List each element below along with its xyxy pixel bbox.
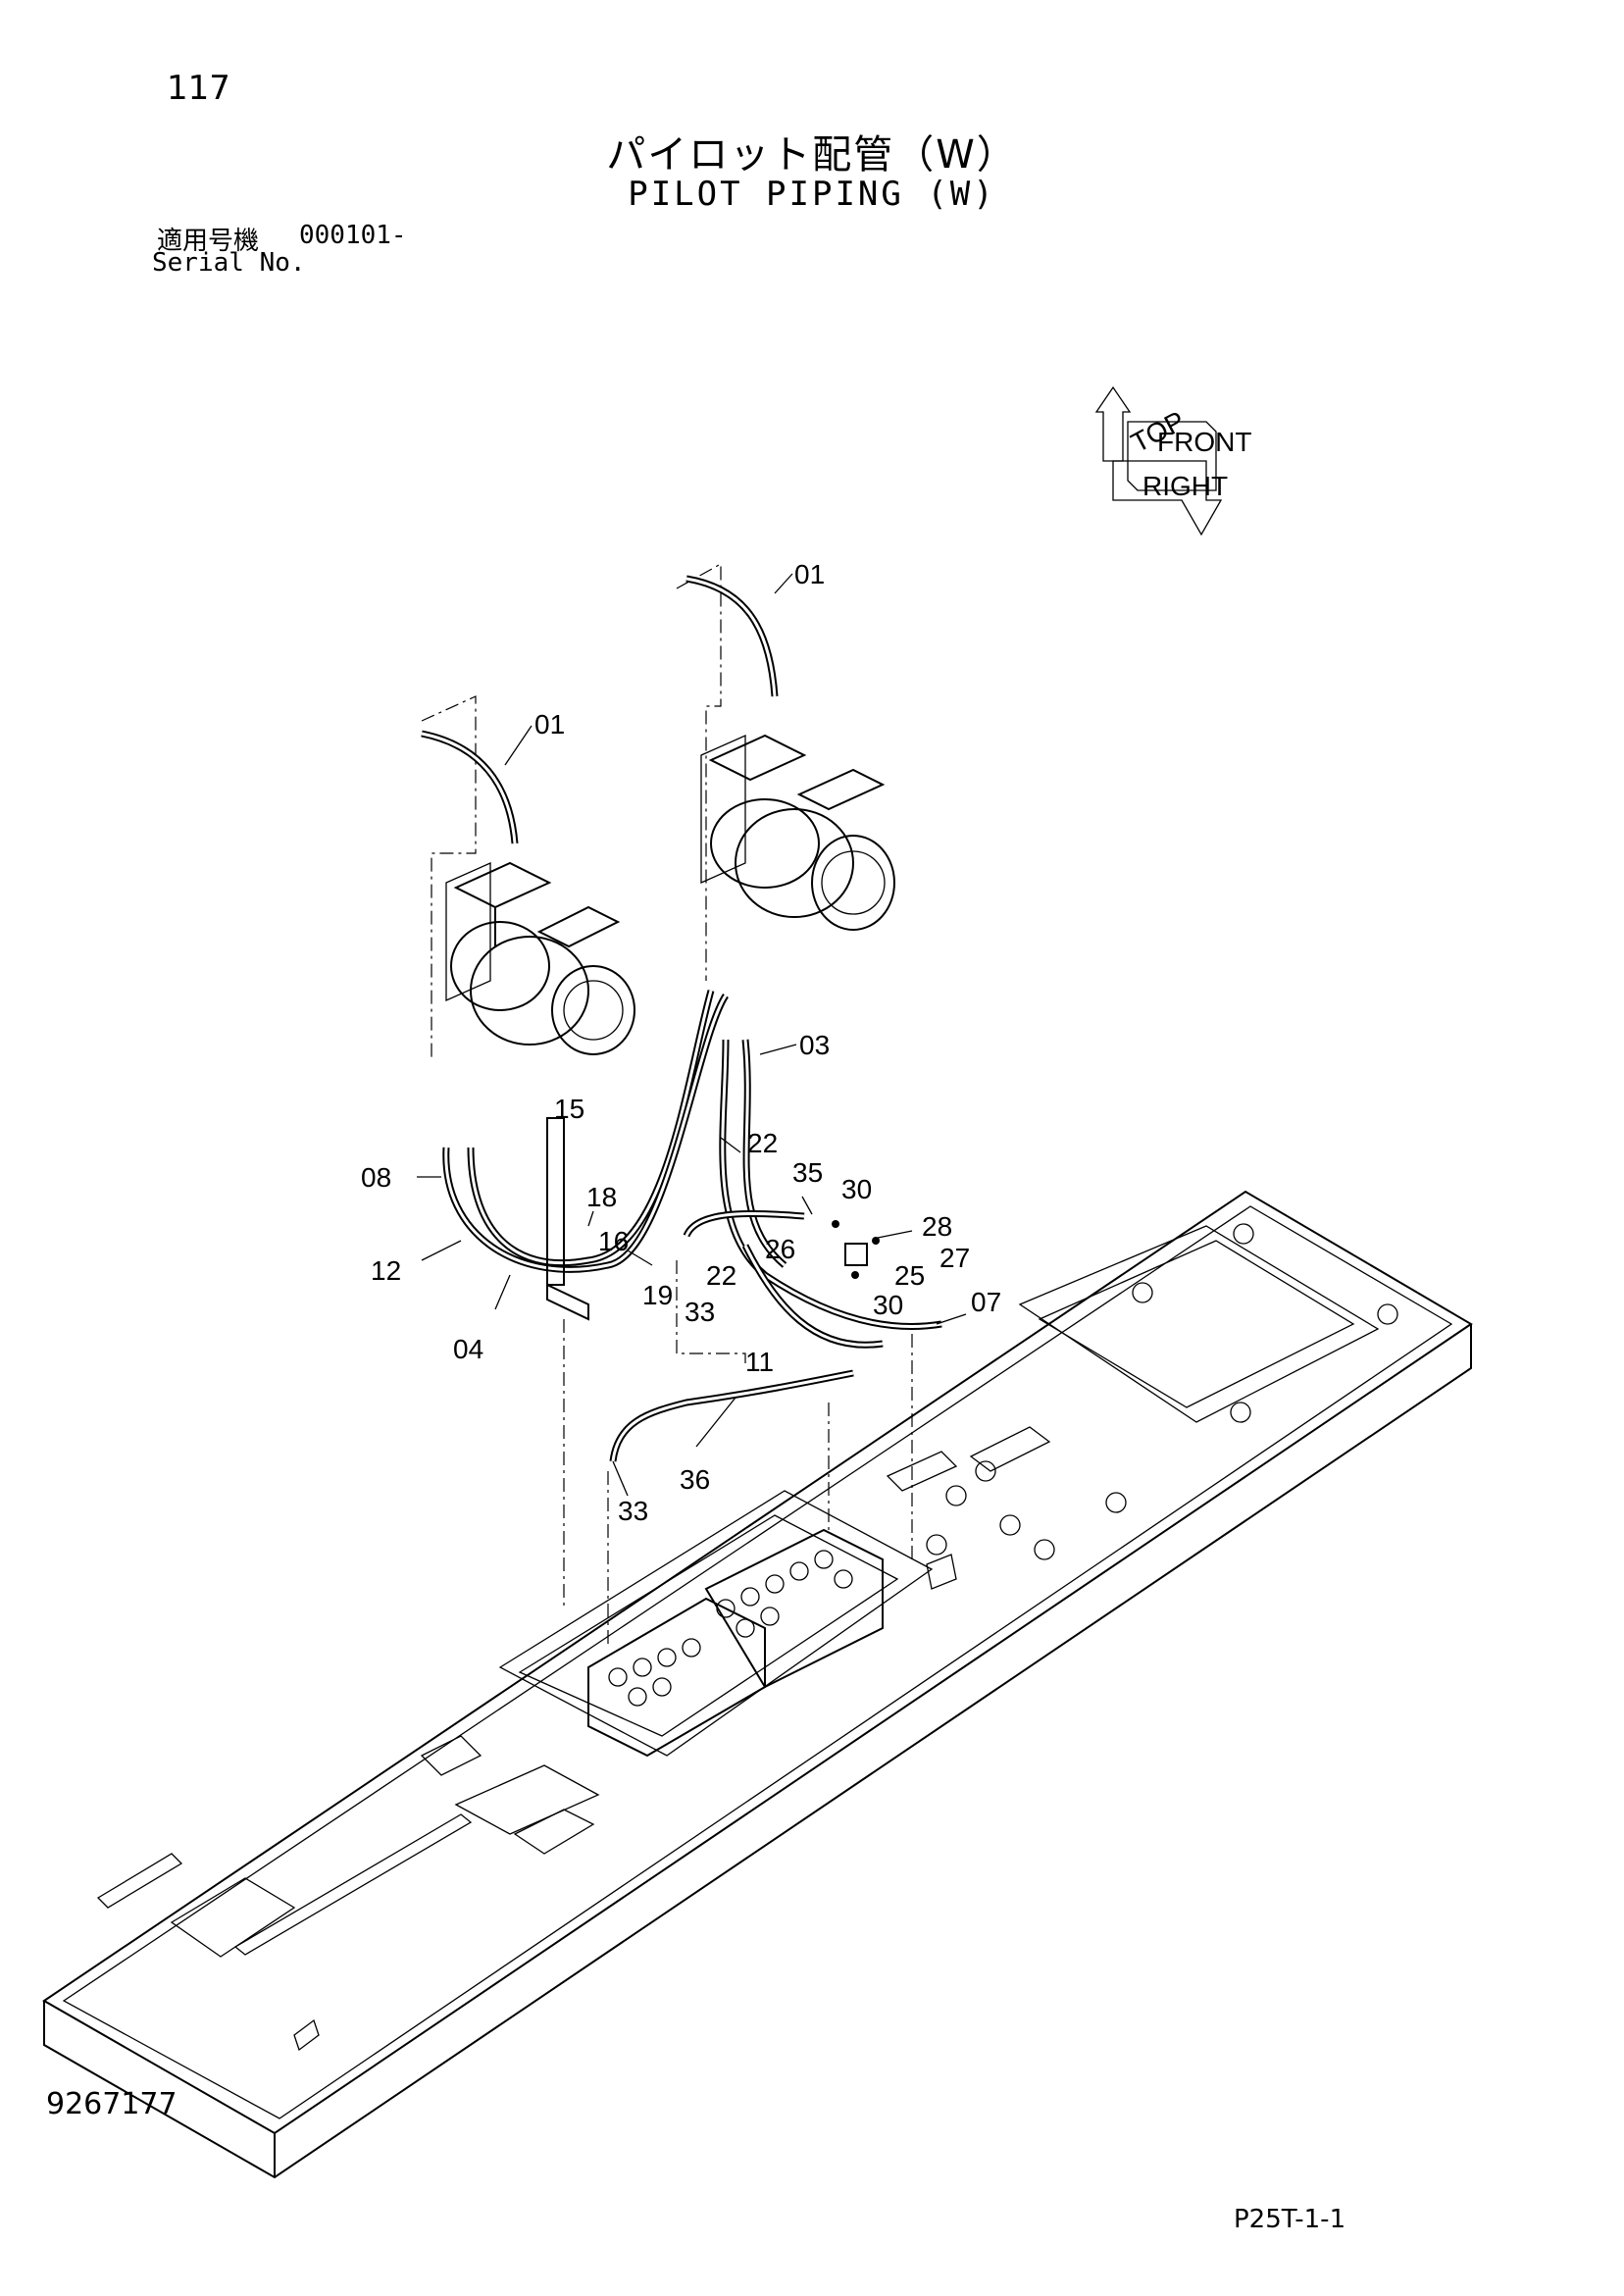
drawing-number: 9267177 [46,2087,178,2121]
hose-11 [741,1244,884,1349]
serial-value: 000101- [299,221,407,250]
callout-01: 01 [534,709,565,740]
callout-30: 30 [873,1290,903,1320]
orientation-label-front: FRONT [1157,427,1251,457]
callout-18: 18 [586,1182,617,1212]
callout-03: 03 [799,1030,830,1060]
hose-04 [442,990,729,1273]
hose-01-right [685,575,779,697]
callout-25: 25 [894,1260,925,1291]
callout-07: 07 [971,1287,1001,1317]
serial-label-english: Serial No. [152,248,306,278]
bracket-15 [546,1117,589,1608]
fitting-block-25 [832,1220,880,1279]
callout-26: 26 [765,1234,795,1264]
callout-30: 30 [841,1174,872,1204]
callout-16: 16 [598,1226,629,1256]
callout-33: 33 [618,1496,648,1526]
orientation-cube-icon: TOP FRONT RIGHT [1094,385,1251,536]
title-japanese: パイロット配管（W） [606,132,1018,178]
orientation-label-right: RIGHT [1142,471,1228,501]
callout-33: 33 [685,1297,715,1327]
callout-08: 08 [361,1162,391,1193]
hose-01-left [421,730,519,844]
page-number: 117 [167,69,230,108]
callout-12: 12 [371,1255,401,1286]
callout-36: 36 [680,1464,710,1495]
callout-27: 27 [939,1243,970,1273]
travel-motor-left [421,695,635,1059]
callout-22: 22 [747,1128,778,1158]
travel-motor-right [676,562,895,981]
control-valve-block [587,1528,884,1758]
title-english: PILOT PIPING (W) [628,175,996,214]
callout-15: 15 [554,1094,584,1124]
hose-36 [609,1369,854,1462]
callout-19: 19 [642,1280,673,1310]
callout-22: 22 [706,1260,736,1291]
hose-35 [683,1209,805,1238]
base-frame [42,1190,1473,2179]
callout-04: 04 [453,1334,483,1364]
callout-35: 35 [792,1157,823,1188]
page-code: P25T-1-1 [1234,2205,1346,2234]
callout-28: 28 [922,1211,952,1242]
serial-label-japanese: 適用号機 [157,227,260,256]
callout-11: 11 [745,1347,774,1377]
callout-01: 01 [794,559,825,589]
